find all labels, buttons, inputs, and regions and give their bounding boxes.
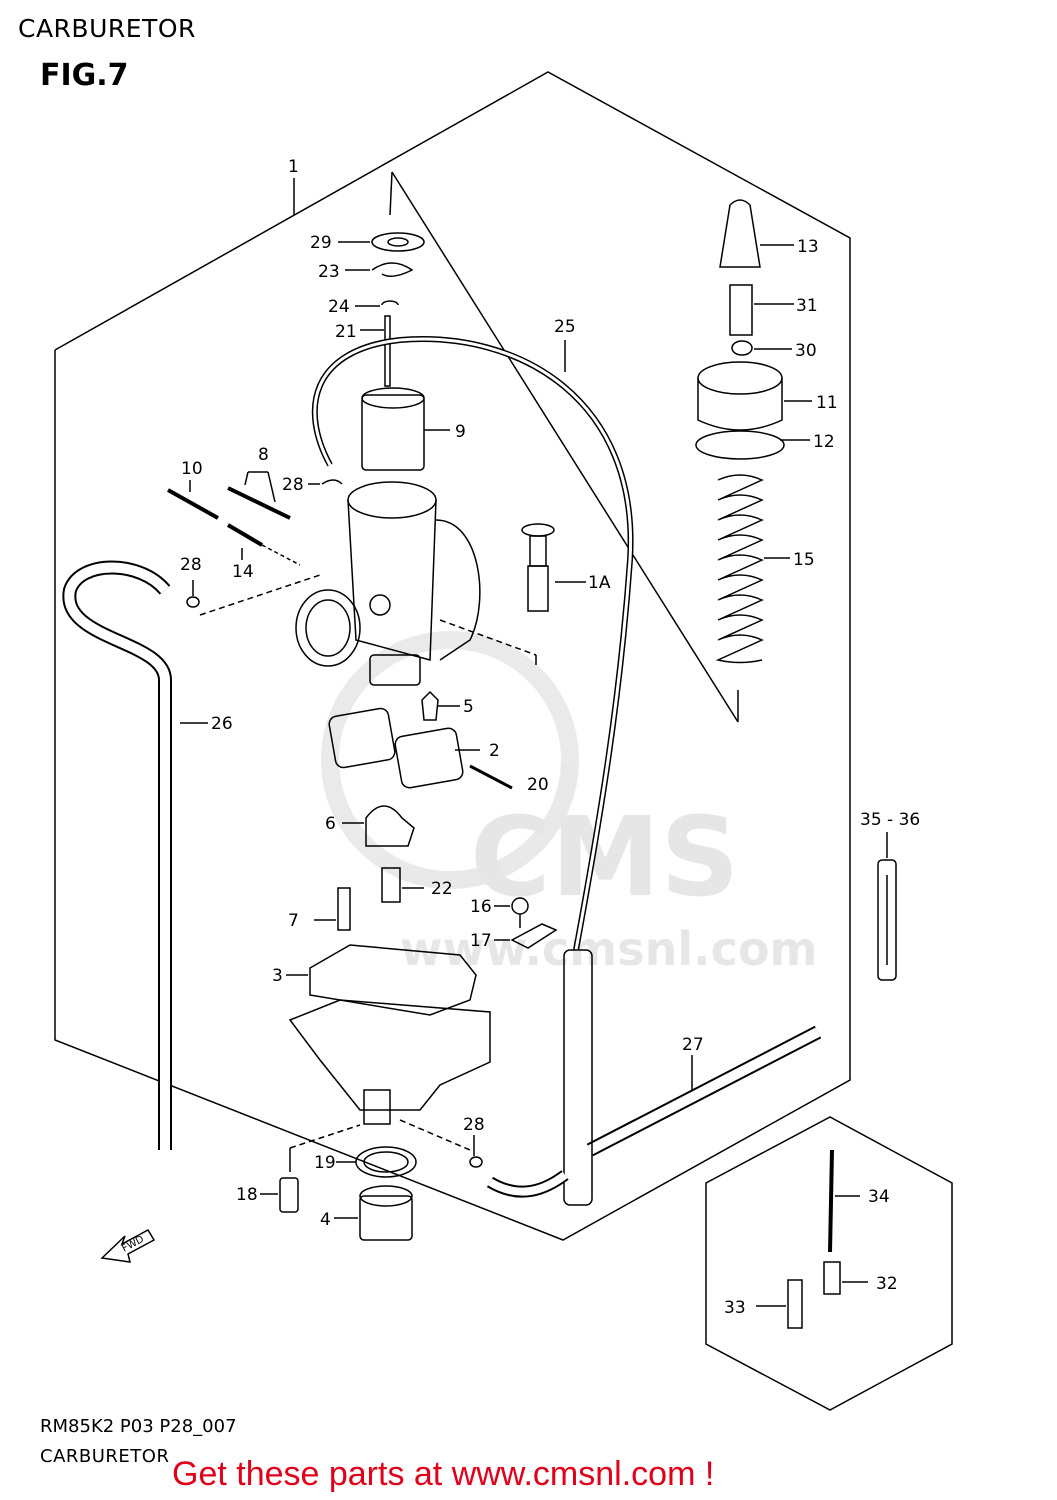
callout-28-left: 28: [180, 555, 202, 575]
callout-7: 7: [288, 911, 299, 931]
callout-20: 20: [527, 775, 549, 795]
part-32-jet: [823, 1261, 868, 1295]
callout-29: 29: [310, 233, 332, 253]
part-31-adjuster: [729, 284, 794, 336]
part-35-36-band: [877, 832, 897, 981]
assembly-outline: [54, 71, 851, 1241]
callout-23: 23: [318, 262, 340, 282]
callout-24: 24: [328, 297, 350, 317]
part-8-10-14-screws: [167, 471, 301, 566]
part-22-needle-jet: [381, 867, 424, 903]
part-28-hose-clip-left: [186, 580, 200, 608]
callout-2: 2: [489, 741, 500, 761]
callout-14: 14: [232, 562, 254, 582]
callout-33: 33: [724, 1298, 746, 1318]
callout-11: 11: [816, 393, 838, 413]
callout-27: 27: [682, 1035, 704, 1055]
part-11-top-cap: [697, 361, 812, 431]
callout-9: 9: [455, 422, 466, 442]
callout-18: 18: [236, 1185, 258, 1205]
callout-19: 19: [314, 1153, 336, 1173]
part-25-vent-tube-lower: [486, 949, 593, 1206]
part-9-throttle-valve: [361, 387, 450, 471]
callout-8: 8: [258, 445, 269, 465]
part-23-clip: [345, 262, 414, 277]
callout-13: 13: [797, 237, 819, 257]
part-4-plug: [334, 1185, 413, 1241]
callout-6: 6: [325, 814, 336, 834]
part-1a-throttle-stop-screw: [521, 523, 586, 612]
part-17-plate: [494, 923, 558, 949]
callout-17: 17: [470, 931, 492, 951]
callout-28-top: 28: [282, 475, 304, 495]
part-13-cap-cover: [719, 199, 794, 268]
callout-32: 32: [876, 1274, 898, 1294]
watermark-brand: CMS: [470, 793, 739, 921]
part-29-washer: [338, 232, 425, 252]
callout-21: 21: [335, 322, 357, 342]
part-34-needle: [828, 1149, 860, 1253]
part-19-o-ring: [336, 1146, 417, 1178]
callout-25: 25: [554, 317, 576, 337]
part-24-e-ring: [355, 300, 399, 307]
part-33-jet: [756, 1279, 803, 1329]
part-28-hose-clip-bottom: [469, 1135, 483, 1168]
subassembly-box: [705, 1116, 953, 1411]
callout-30: 30: [795, 341, 817, 361]
carburetor-body: [199, 481, 537, 686]
promo-link[interactable]: Get these parts at www.cmsnl.com !: [172, 1455, 715, 1493]
part-2-float: [328, 707, 480, 789]
callout-26: 26: [211, 714, 233, 734]
part-5-pilot-jet: [421, 690, 460, 721]
figure-number: FIG.7: [40, 58, 129, 93]
callout-35-36: 35 - 36: [860, 810, 920, 830]
callout-10: 10: [181, 459, 203, 479]
part-3-float-chamber-gasket: [286, 944, 477, 1016]
part-7-main-jet: [314, 887, 351, 931]
callout-1a: 1A: [588, 573, 611, 593]
part-20-float-pin: [469, 764, 513, 790]
callout-3: 3: [272, 966, 283, 986]
callout-1: 1: [288, 157, 299, 177]
callout-22: 22: [431, 879, 453, 899]
part-21-jet-needle: [360, 315, 391, 387]
part-27-vent-tube: [586, 1025, 822, 1157]
float-chamber: [288, 999, 491, 1125]
part-16-screw: [494, 897, 529, 928]
part-15-spring: [715, 474, 790, 664]
page-title: CARBURETOR: [18, 14, 196, 43]
part-18-drain-plug: [260, 1177, 299, 1213]
part-30-nut: [731, 340, 792, 356]
part-28-hose-clip-top: [308, 479, 343, 485]
part-12-gasket: [695, 430, 810, 460]
callout-16: 16: [470, 897, 492, 917]
callout-31: 31: [796, 296, 818, 316]
part-6-baffle: [342, 805, 415, 847]
callout-15: 15: [793, 550, 815, 570]
fwd-arrow: FWD: [100, 1229, 156, 1263]
cms-watermark: CMS www.cmsnl.com: [321, 631, 817, 976]
watermark-url: www.cmsnl.com: [400, 922, 817, 976]
callout-28-bottom: 28: [463, 1115, 485, 1135]
diagram-code: RM85K2 P03 P28_007: [40, 1416, 237, 1437]
callout-34: 34: [868, 1187, 890, 1207]
callout-12: 12: [813, 432, 835, 452]
callout-4: 4: [320, 1210, 331, 1230]
callout-5: 5: [463, 697, 474, 717]
footer-title: CARBURETOR: [40, 1446, 170, 1467]
